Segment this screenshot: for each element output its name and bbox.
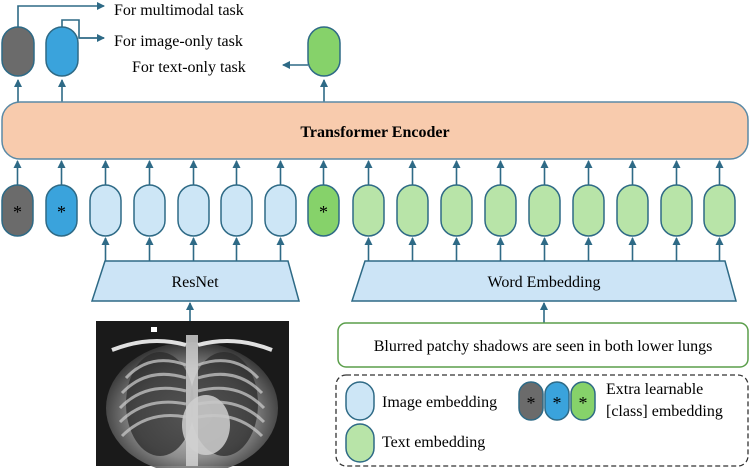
legend-image-embedding-swatch — [345, 381, 375, 421]
legend-cls-symbol-image: * — [553, 393, 562, 413]
token-image — [220, 184, 253, 237]
resnet-label: ResNet — [171, 274, 219, 291]
token-text — [703, 184, 736, 237]
output-cls-image — [45, 26, 79, 77]
token-text — [660, 184, 693, 237]
token-text — [352, 184, 385, 237]
output-cls-text — [307, 26, 341, 77]
input-caption-text: Blurred patchy shadows are seen in both … — [374, 338, 713, 355]
token-row: * * * — [1, 160, 736, 261]
resnet-module — [90, 260, 300, 302]
legend-text-embedding-swatch — [345, 423, 375, 463]
input-caption-box — [337, 322, 749, 368]
token-text — [396, 184, 429, 237]
label-image-task: For image-only task — [114, 33, 243, 50]
token-text — [572, 184, 605, 237]
legend-box — [335, 374, 749, 467]
legend-cls-label-line1: Extra learnable — [606, 381, 703, 398]
legend-cls-swatches: * * * — [518, 381, 596, 421]
transformer-encoder-label: Transformer Encoder — [300, 124, 449, 141]
word-embedding-module — [350, 260, 737, 302]
word-embedding-label: Word Embedding — [488, 274, 601, 291]
token-image — [264, 184, 297, 237]
chest-xray-image — [96, 321, 289, 468]
token-text — [616, 184, 649, 237]
legend-cls-symbol-multimodal: * — [527, 393, 536, 413]
cls-symbol: * — [319, 202, 328, 222]
legend-cls-label-line2: [class] embedding — [606, 403, 723, 420]
legend-image-embedding-label: Image embedding — [382, 394, 497, 411]
token-image — [133, 184, 166, 237]
label-multimodal-task: For multimodal task — [114, 2, 244, 19]
cls-symbol: * — [13, 202, 22, 222]
cls-symbol: * — [57, 202, 66, 222]
label-text-task: For text-only task — [132, 59, 246, 76]
token-image — [177, 184, 210, 237]
legend-cls-symbol-text: * — [579, 393, 588, 413]
transformer-encoder — [1, 101, 749, 160]
token-text — [440, 184, 473, 237]
token-image — [89, 184, 122, 237]
legend-text-embedding-label: Text embedding — [382, 434, 485, 451]
token-text — [484, 184, 517, 237]
token-text — [528, 184, 561, 237]
output-cls-multimodal — [1, 26, 35, 77]
